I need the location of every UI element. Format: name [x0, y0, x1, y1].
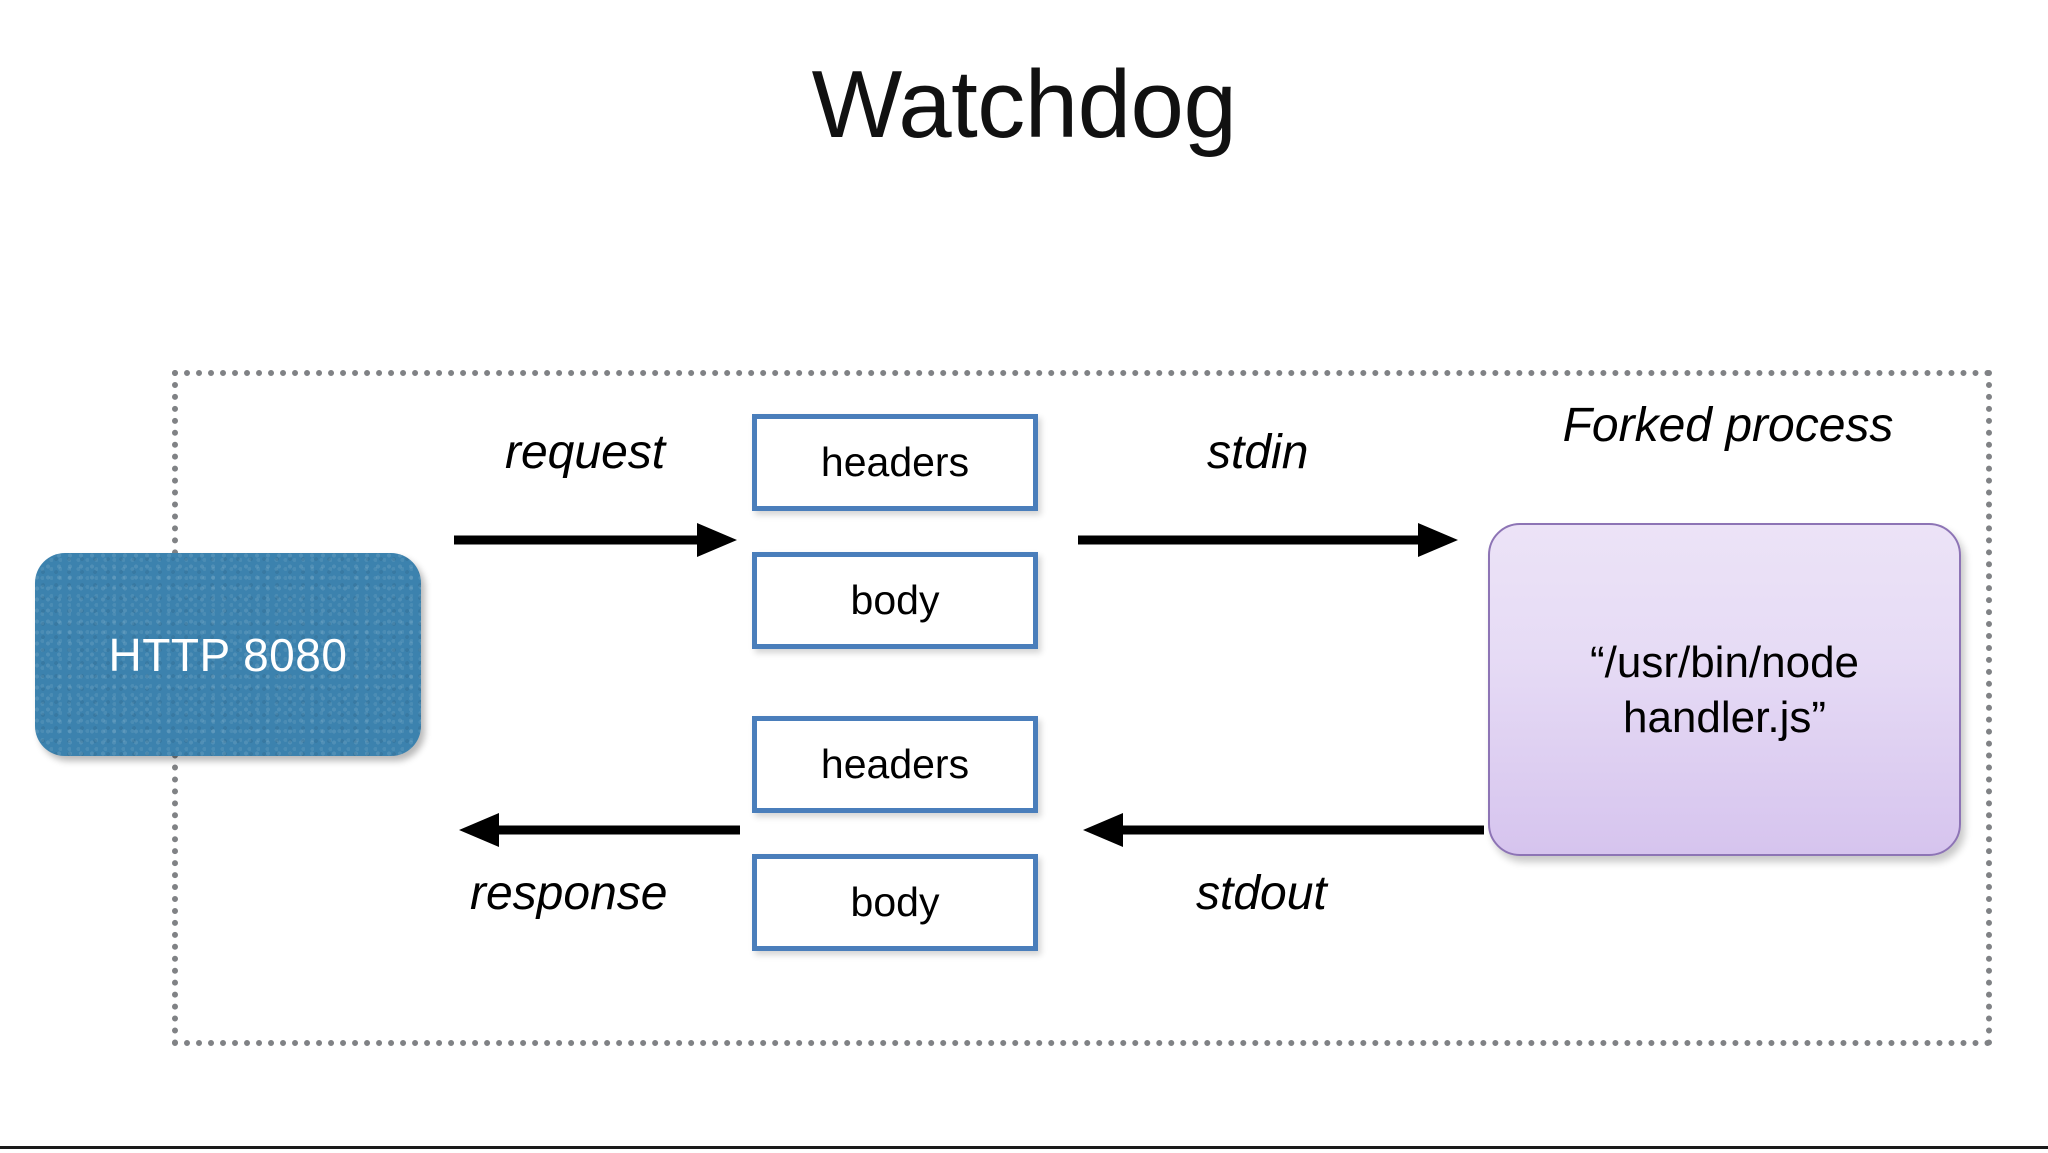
stdin-flow-label: stdin — [1207, 426, 1309, 479]
response-flow-label: response — [470, 867, 668, 920]
request-flow-label: request — [505, 426, 666, 479]
forked-process-caption: Forked process — [1562, 399, 1894, 452]
response-arrow-icon — [452, 808, 742, 852]
response-body-label: body — [850, 879, 940, 925]
request-arrow-icon — [452, 518, 737, 562]
stdin-arrow-icon — [1076, 518, 1458, 562]
http-node-label: HTTP 8080 — [108, 628, 348, 681]
response-headers-box[interactable]: headers — [752, 716, 1038, 813]
stdout-flow-label: stdout — [1196, 867, 1327, 920]
http-node[interactable]: HTTP 8080 — [35, 553, 421, 756]
page-title: Watchdog — [811, 51, 1237, 158]
response-headers-label: headers — [820, 741, 970, 787]
forked-process-label: “/usr/bin/node handler.js” — [1589, 637, 1860, 742]
stdout-arrow-icon — [1076, 808, 1486, 852]
request-headers-label: headers — [820, 439, 970, 485]
request-body-box[interactable]: body — [752, 552, 1038, 649]
footer-divider — [0, 1146, 2048, 1149]
forked-process-node[interactable]: “/usr/bin/node handler.js” — [1488, 523, 1961, 856]
request-headers-box[interactable]: headers — [752, 414, 1038, 511]
request-body-label: body — [850, 577, 940, 623]
response-body-box[interactable]: body — [752, 854, 1038, 951]
